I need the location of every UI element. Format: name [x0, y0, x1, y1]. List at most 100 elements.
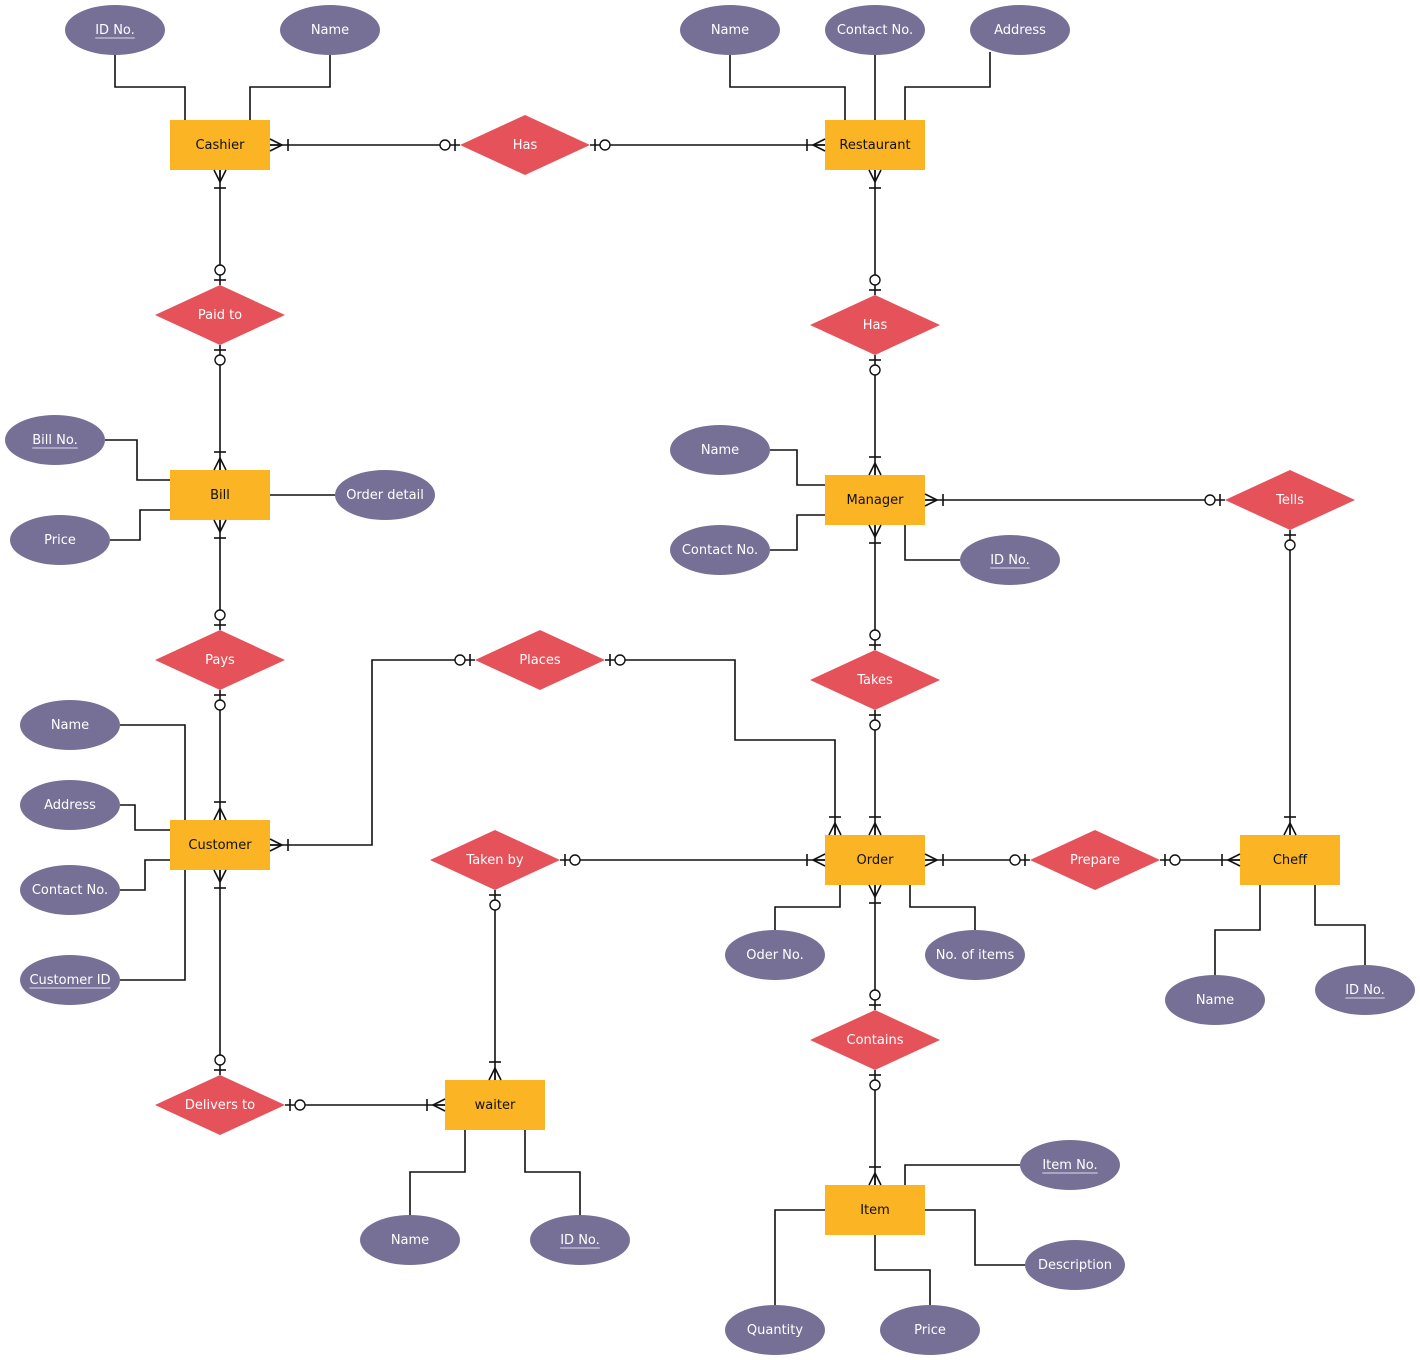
attribute-ellipse[interactable] — [1020, 1140, 1120, 1190]
attribute-restaurant_name[interactable]: Name — [680, 5, 780, 55]
attribute-ellipse[interactable] — [280, 5, 380, 55]
entity-box[interactable] — [825, 1185, 925, 1235]
entity-box[interactable] — [825, 475, 925, 525]
relationship-diamond[interactable] — [460, 115, 590, 175]
entity-box[interactable] — [825, 835, 925, 885]
relationship-has2[interactable]: Has — [810, 295, 940, 355]
relationship-diamond[interactable] — [475, 630, 605, 690]
attribute-item_price[interactable]: Price — [880, 1305, 980, 1355]
cardinality-cashier-one-or-many — [213, 169, 227, 189]
attribute-ellipse[interactable] — [670, 525, 770, 575]
zero-circle-icon — [869, 1079, 881, 1091]
relationship-diamond[interactable] — [155, 630, 285, 690]
attribute-ellipse[interactable] — [530, 1215, 630, 1265]
attribute-connector-item_description — [925, 1209, 1025, 1266]
entity-box[interactable] — [170, 820, 270, 870]
relationship-tells[interactable]: Tells — [1225, 470, 1355, 530]
entity-customer[interactable]: Customer — [170, 820, 270, 870]
relationship-diamond[interactable] — [155, 285, 285, 345]
attribute-bill_price[interactable]: Price — [10, 515, 110, 565]
attribute-label: No. of items — [936, 948, 1015, 963]
attribute-bill_order_detail[interactable]: Order detail — [335, 470, 435, 520]
relationship-has1[interactable]: Has — [460, 115, 590, 175]
entity-bill[interactable]: Bill — [170, 470, 270, 520]
relationship-takes[interactable]: Takes — [810, 650, 940, 710]
attribute-ellipse[interactable] — [65, 5, 165, 55]
attribute-ellipse[interactable] — [825, 5, 925, 55]
relationship-delivers_to[interactable]: Delivers to — [155, 1075, 285, 1135]
attribute-ellipse[interactable] — [5, 415, 105, 465]
relationship-contains[interactable]: Contains — [810, 1010, 940, 1070]
entity-item[interactable]: Item — [825, 1185, 925, 1235]
attribute-manager_contact[interactable]: Contact No. — [670, 525, 770, 575]
relationship-places[interactable]: Places — [475, 630, 605, 690]
attribute-ellipse[interactable] — [960, 535, 1060, 585]
entity-order[interactable]: Order — [825, 835, 925, 885]
relationship-paid_to[interactable]: Paid to — [155, 285, 285, 345]
relationship-diamond[interactable] — [810, 650, 940, 710]
attribute-cheff_name[interactable]: Name — [1165, 975, 1265, 1025]
attribute-ellipse[interactable] — [970, 5, 1070, 55]
cardinality-order-one-or-many — [868, 884, 882, 904]
entity-box[interactable] — [1240, 835, 1340, 885]
attribute-cashier_id[interactable]: ID No. — [65, 5, 165, 55]
attribute-cheff_id[interactable]: ID No. — [1315, 965, 1415, 1015]
attribute-customer_name[interactable]: Name — [20, 700, 120, 750]
relationship-diamond[interactable] — [1030, 830, 1160, 890]
entity-cheff[interactable]: Cheff — [1240, 835, 1340, 885]
attribute-ellipse[interactable] — [20, 955, 120, 1005]
attribute-ellipse[interactable] — [1165, 975, 1265, 1025]
attribute-ellipse[interactable] — [725, 930, 825, 980]
attribute-order_no[interactable]: Oder No. — [725, 930, 825, 980]
attribute-ellipse[interactable] — [20, 780, 120, 830]
attribute-item_no[interactable]: Item No. — [1020, 1140, 1120, 1190]
entity-cashier[interactable]: Cashier — [170, 120, 270, 170]
entity-box[interactable] — [170, 120, 270, 170]
relationship-connector-places-order[interactable] — [605, 659, 836, 835]
attribute-bill_no[interactable]: Bill No. — [5, 415, 105, 465]
attribute-waiter_name[interactable]: Name — [360, 1215, 460, 1265]
attribute-ellipse[interactable] — [10, 515, 110, 565]
relationship-pays[interactable]: Pays — [155, 630, 285, 690]
relationship-taken_by[interactable]: Taken by — [430, 830, 560, 890]
attribute-ellipse[interactable] — [360, 1215, 460, 1265]
entity-restaurant[interactable]: Restaurant — [825, 120, 925, 170]
attribute-restaurant_contact[interactable]: Contact No. — [825, 5, 925, 55]
attribute-ellipse[interactable] — [1025, 1240, 1125, 1290]
attribute-ellipse[interactable] — [20, 700, 120, 750]
attribute-item_description[interactable]: Description — [1025, 1240, 1125, 1290]
zero-circle-icon — [869, 719, 881, 731]
attribute-ellipse[interactable] — [1315, 965, 1415, 1015]
relationship-diamond[interactable] — [810, 1010, 940, 1070]
attribute-ellipse[interactable] — [20, 865, 120, 915]
attribute-order_items[interactable]: No. of items — [925, 930, 1025, 980]
attribute-ellipse[interactable] — [725, 1305, 825, 1355]
attribute-cashier_name[interactable]: Name — [280, 5, 380, 55]
attribute-customer_contact[interactable]: Contact No. — [20, 865, 120, 915]
attribute-customer_address[interactable]: Address — [20, 780, 120, 830]
relationship-diamond[interactable] — [810, 295, 940, 355]
entity-box[interactable] — [825, 120, 925, 170]
attribute-ellipse[interactable] — [670, 425, 770, 475]
attribute-item_quantity[interactable]: Quantity — [725, 1305, 825, 1355]
entity-waiter[interactable]: waiter — [445, 1080, 545, 1130]
attribute-restaurant_address[interactable]: Address — [970, 5, 1070, 55]
relationship-prepare[interactable]: Prepare — [1030, 830, 1160, 890]
relationship-diamond[interactable] — [430, 830, 560, 890]
relationship-diamond[interactable] — [1225, 470, 1355, 530]
attribute-manager_name[interactable]: Name — [670, 425, 770, 475]
attribute-manager_id[interactable]: ID No. — [960, 535, 1060, 585]
entity-manager[interactable]: Manager — [825, 475, 925, 525]
attribute-ellipse[interactable] — [880, 1305, 980, 1355]
entity-box[interactable] — [170, 470, 270, 520]
attribute-waiter_id[interactable]: ID No. — [530, 1215, 630, 1265]
attribute-ellipse[interactable] — [335, 470, 435, 520]
attribute-customer_id[interactable]: Customer ID — [20, 955, 120, 1005]
relationship-connector-customer-places[interactable] — [270, 659, 475, 846]
attribute-ellipse[interactable] — [680, 5, 780, 55]
cardinality-manager-one-or-many — [924, 493, 944, 507]
relationship-diamond[interactable] — [155, 1075, 285, 1135]
entity-box[interactable] — [445, 1080, 545, 1130]
attribute-ellipse[interactable] — [925, 930, 1025, 980]
cardinality-paid_to-zero-or-one — [214, 349, 226, 366]
